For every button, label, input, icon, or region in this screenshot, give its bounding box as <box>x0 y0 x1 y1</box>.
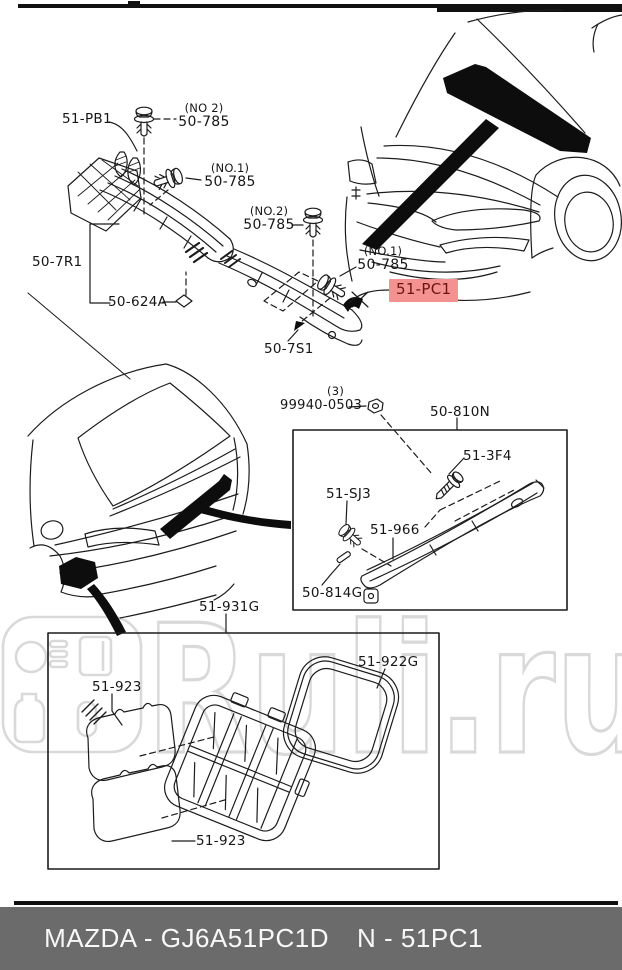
nut-icon <box>367 398 384 414</box>
bracket-50-7R1 <box>89 223 120 304</box>
fastener2-part: 50-785 <box>204 173 256 190</box>
pointer-stripe <box>362 119 499 250</box>
label-fastener4: (NO.1) 50-785 <box>355 245 411 273</box>
fastener3-part: 50-785 <box>243 216 295 233</box>
label-clip: 51-SJ3 <box>326 486 371 502</box>
pointer-arrow-to-garnish-box <box>200 505 291 529</box>
highlighted-trunk-band <box>160 474 232 539</box>
scan-border-lines <box>14 1 622 905</box>
label-seal-ring: 51-922G <box>358 654 419 670</box>
fastener4-part: 50-785 <box>357 256 409 273</box>
footer-bar: MAZDA - GJ6A51PC1D N - 51PC1 <box>0 907 622 970</box>
label-nut: 99940-0503 <box>280 398 363 413</box>
footer-catalog-code: MAZDA - GJ6A51PC1D <box>44 923 330 953</box>
label-fastener2: (NO.1) 50-785 <box>202 162 258 190</box>
label-washer-nozzle-highlighted: 51-PC1 <box>389 279 459 302</box>
label-screw: 51-3F4 <box>463 448 512 464</box>
footer-part-code: N - 51PC1 <box>357 923 483 953</box>
seal-diamond <box>175 294 193 308</box>
seal-ring <box>282 656 400 774</box>
label-garnish-assy: 50-810N <box>430 404 491 420</box>
highlighted-nozzle <box>343 297 363 312</box>
push-rivet-icon <box>150 165 186 194</box>
fastener1-qty: (NO 2) <box>184 101 224 115</box>
pointer-arrow-to-vent-box <box>87 584 126 636</box>
label-cowl-grille-left: 50-7R1 <box>32 254 83 270</box>
label-weatherstrip: 51-PB1 <box>62 111 112 127</box>
label-fastener3: (NO.2) 50-785 <box>241 205 297 233</box>
label-fastener1: (NO 2) 50-785 <box>176 102 232 130</box>
push-rivet-icon <box>133 106 155 137</box>
cowl-panel-sketch <box>27 106 390 380</box>
stray-scan-line <box>27 292 131 380</box>
rear-car-sketch <box>27 363 291 636</box>
garnish-box-sketch <box>292 398 568 611</box>
tapping-screw-icon <box>430 468 467 505</box>
protector-pin <box>336 551 351 564</box>
label-flap-lower: 51-923 <box>196 833 246 849</box>
label-protector: 50-814G <box>302 585 363 601</box>
label-vent-assy: 51-931G <box>199 599 260 615</box>
push-rivet-icon <box>302 207 324 238</box>
vent-body <box>163 692 317 842</box>
label-flap-upper: 51-923 <box>92 679 142 695</box>
clip-icon <box>335 521 366 551</box>
fastener1-part: 50-785 <box>178 113 230 130</box>
fastener3-qty: (NO.2) <box>249 204 289 218</box>
highlighted-bumper-patch <box>59 557 98 589</box>
vent-box-sketch <box>47 632 440 870</box>
label-seal: 50-624A <box>108 294 168 310</box>
label-nut-qty: (3) <box>327 384 345 398</box>
label-garnish: 51-966 <box>370 522 420 538</box>
label-cowl-grille-right: 50-7S1 <box>264 341 314 357</box>
fastener2-qty: (NO.1) <box>210 161 250 175</box>
fastener4-qty: (NO.1) <box>363 244 403 258</box>
